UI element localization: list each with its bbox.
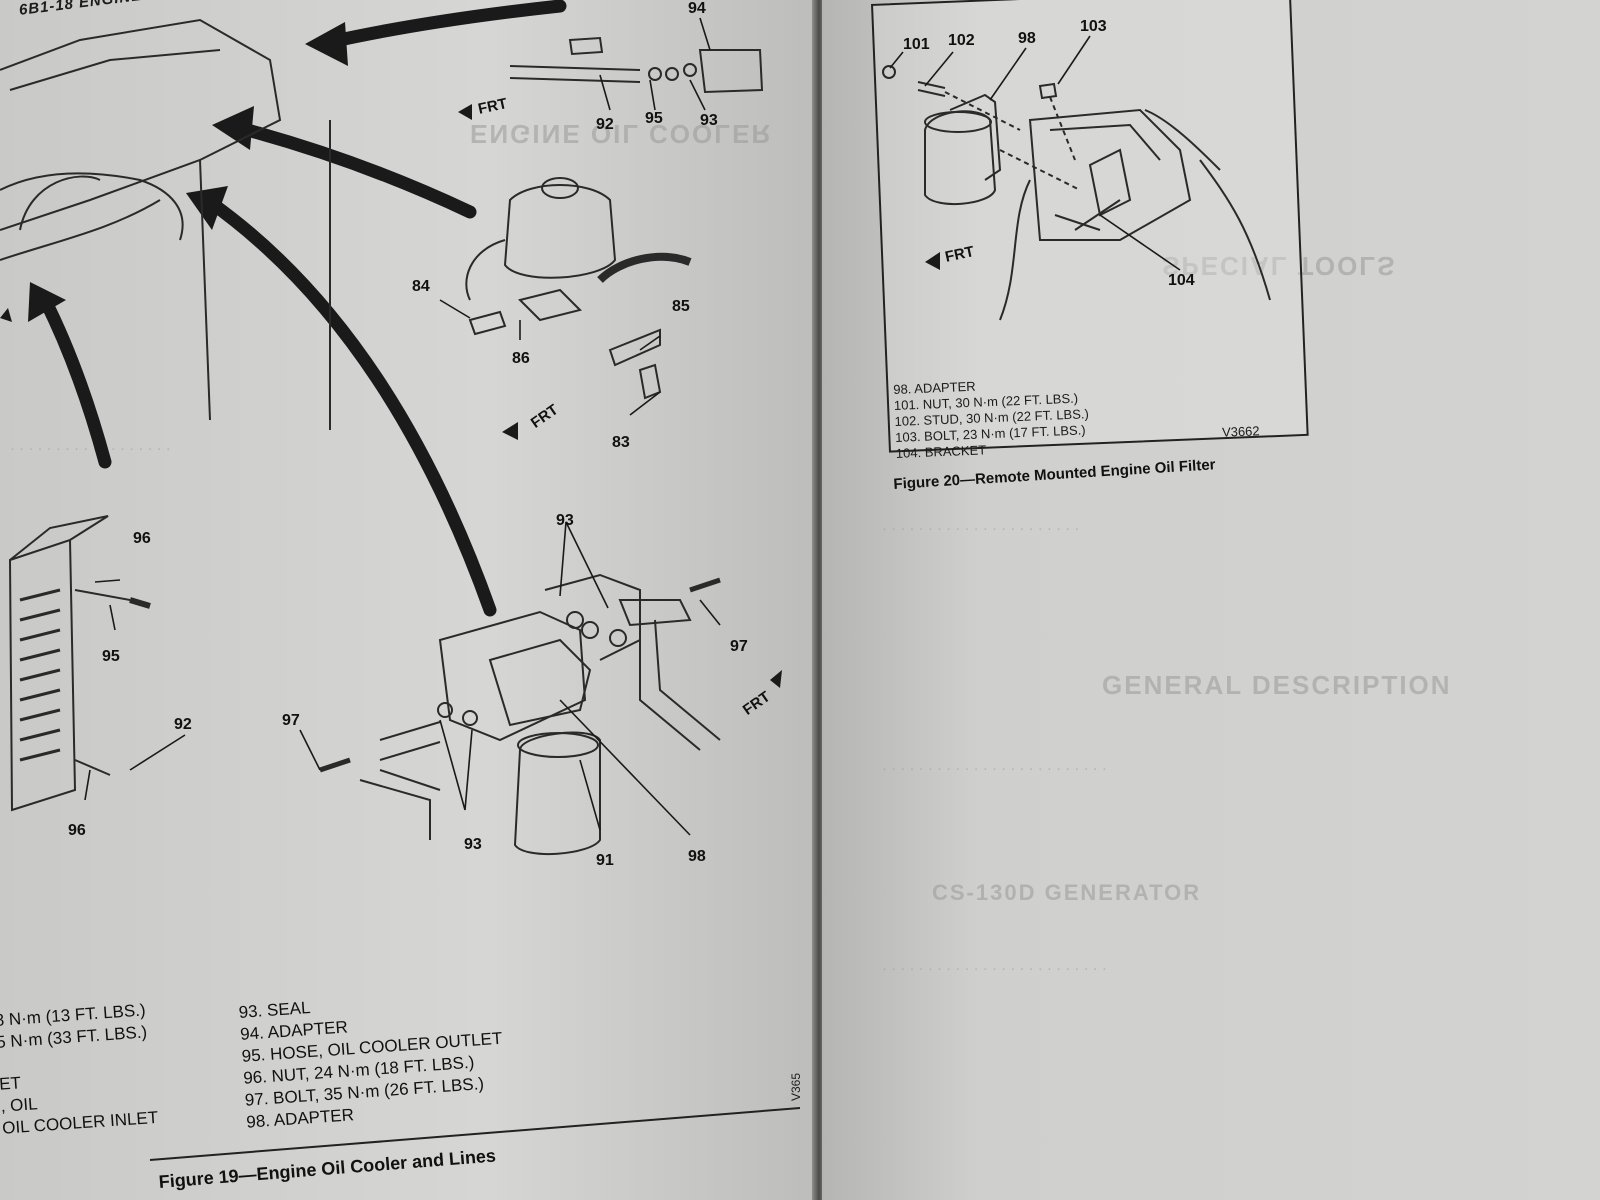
callout-103: 103	[1080, 18, 1107, 35]
callout-84: 84	[412, 278, 430, 295]
callout-96-upper: 96	[133, 530, 151, 547]
figure20-code: V3662	[1221, 423, 1260, 440]
callout-95-left: 95	[102, 648, 120, 665]
callout-98: 98	[688, 848, 706, 865]
callout-104: 104	[1168, 272, 1195, 289]
callout-93-low: 93	[464, 836, 482, 853]
bleed-through-heading: CS-130D GENERATOR	[932, 880, 1202, 905]
right-page: SPECIAL TOOLS GENERAL DESCRIPTION CS-130…	[822, 0, 1600, 1200]
figure20-legend: 98. ADAPTER 101. NUT, 30 N·m (22 FT. LBS…	[893, 374, 1090, 462]
bleed-through-text: · · · · · · · · · · · · · · · · · · · · …	[882, 960, 1107, 977]
bleed-through-text: · · · · · · · · · · · · · · · · · · · · …	[882, 520, 1080, 537]
callout-95-top: 95	[645, 110, 663, 127]
callout-85: 85	[672, 298, 690, 315]
callout-98-fig20: 98	[1018, 30, 1036, 47]
callout-92-top: 92	[596, 116, 614, 133]
callout-86: 86	[512, 350, 530, 367]
callout-96-lower: 96	[68, 822, 86, 839]
bleed-through-heading: GENERAL DESCRIPTION	[1102, 670, 1452, 700]
left-page: ENGINE OIL COOLER · · · · · · · · · · · …	[0, 0, 815, 1200]
callout-94: 94	[688, 0, 706, 17]
callout-93-mid: 93	[556, 512, 574, 529]
callout-93-top: 93	[700, 112, 718, 129]
figure19-diagram	[0, 0, 801, 1161]
callout-91: 91	[596, 852, 614, 869]
callout-83: 83	[612, 434, 630, 451]
bleed-through-text: · · · · · · · · · · · · · · · · · ·	[10, 440, 171, 457]
bleed-through-text: · · · · · · · · · · · · · · · · · · · · …	[882, 760, 1107, 777]
callout-97-right: 97	[730, 638, 748, 655]
callout-97-left: 97	[282, 712, 300, 729]
callout-92-left: 92	[174, 716, 192, 733]
callout-102: 102	[948, 32, 975, 49]
callout-101: 101	[903, 36, 930, 53]
